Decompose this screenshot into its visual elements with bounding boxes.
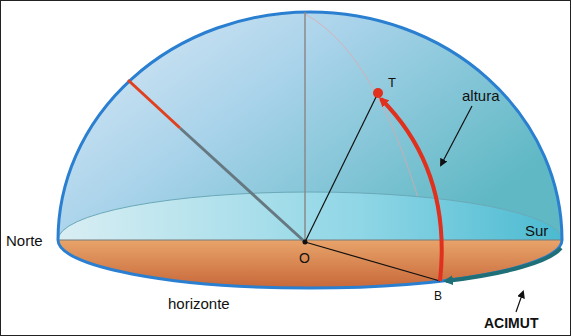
- star-point: [373, 88, 383, 98]
- star-label: T: [388, 76, 396, 89]
- north-label: Norte: [6, 233, 43, 248]
- star-ray: [305, 93, 378, 242]
- azimuth-ray: [305, 242, 440, 281]
- south-label: Sur: [525, 223, 548, 238]
- altitude-arc: [381, 99, 442, 281]
- dome-outline: [58, 12, 562, 240]
- polar-axis: [180, 128, 305, 242]
- zenith-line: [304, 12, 306, 242]
- origin-point: [303, 240, 308, 245]
- horizon-label: horizonte: [168, 296, 230, 311]
- azimuth-arc: [446, 248, 561, 281]
- ground: [58, 240, 562, 288]
- horizon-plane: [58, 192, 562, 288]
- altitude-label: altura: [462, 88, 500, 103]
- altura-leader: [441, 106, 472, 165]
- polar-axis-tip: [128, 80, 180, 128]
- acimut-leader: [516, 292, 523, 312]
- horizon-outline: [58, 240, 562, 288]
- point-label: B: [434, 290, 442, 302]
- origin-label: O: [299, 251, 310, 265]
- azimuth-label: ACIMUT: [484, 316, 538, 330]
- north-south-line: [58, 239, 562, 240]
